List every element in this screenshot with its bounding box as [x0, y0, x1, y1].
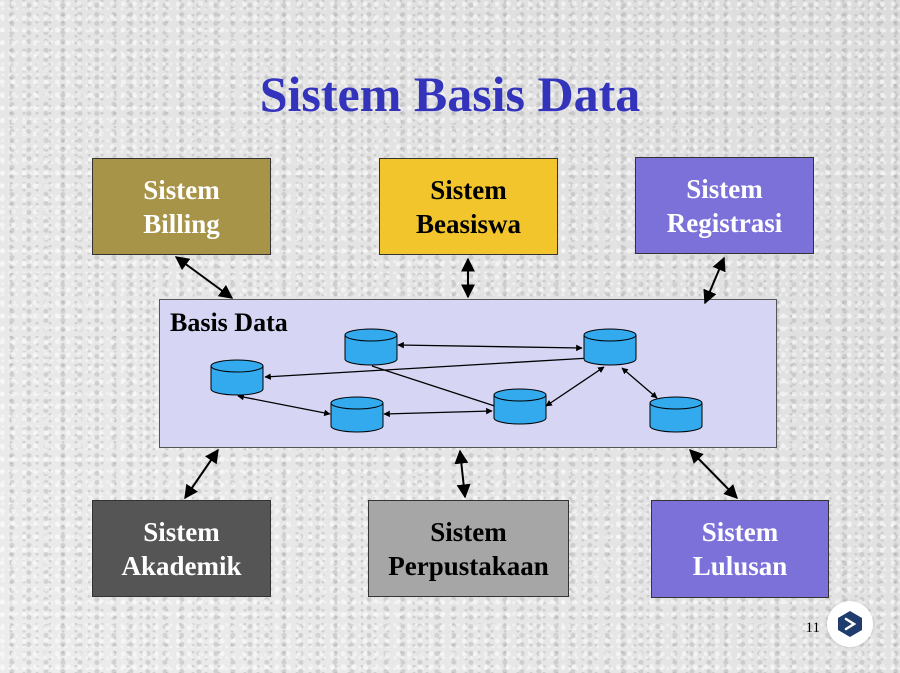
- system-billing-box: Sistem Billing: [92, 158, 271, 255]
- system-registrasi-box: Sistem Registrasi: [635, 157, 814, 254]
- database-panel-label: Basis Data: [170, 308, 288, 337]
- connector-lulusan: [689, 448, 738, 500]
- system-lulusan-line2: Lulusan: [692, 551, 788, 581]
- connector-perpustakaan: [454, 449, 471, 499]
- system-beasiswa-box: Sistem Beasiswa: [379, 158, 558, 255]
- database-cylinder-5: [493, 388, 547, 425]
- database-cylinder-1: [344, 328, 398, 366]
- presentation-logo-icon: [827, 601, 873, 647]
- system-beasiswa-line1: Sistem: [430, 174, 507, 205]
- system-registrasi-line2: Registrasi: [666, 207, 783, 238]
- db-link-4: [383, 407, 493, 418]
- connector-registrasi: [703, 256, 726, 305]
- db-link-2: [264, 355, 591, 380]
- database-cylinder-4: [330, 396, 384, 433]
- database-cylinder-2: [583, 328, 637, 366]
- db-link-7: [621, 367, 658, 399]
- system-billing-line1: Sistem: [143, 174, 220, 205]
- system-akademik-box: Sistem Akademik: [92, 500, 271, 597]
- system-registrasi-line1: Sistem: [686, 173, 763, 204]
- system-akademik-line1: Sistem: [143, 516, 220, 547]
- database-cylinder-3: [210, 359, 264, 396]
- db-link-6: [545, 366, 605, 407]
- system-perpustakaan-line1: Sistem: [430, 516, 507, 547]
- system-lulusan-line1: Sistem: [701, 517, 779, 547]
- db-link-1: [397, 341, 583, 352]
- database-cylinder-6: [649, 396, 703, 433]
- system-billing-line2: Billing: [143, 208, 220, 239]
- page-number: 11: [805, 620, 820, 636]
- system-beasiswa-line2: Beasiswa: [415, 208, 521, 239]
- connector-akademik: [184, 448, 219, 500]
- system-perpustakaan-line2: Perpustakaan: [388, 550, 549, 581]
- system-akademik-line2: Akademik: [121, 550, 242, 581]
- slide-title: Sistem Basis Data: [259, 66, 641, 122]
- system-perpustakaan-box: Sistem Perpustakaan: [368, 500, 569, 597]
- connector-billing: [174, 256, 234, 299]
- system-lulusan-box: Sistem Lulusan: [651, 500, 829, 598]
- db-link-5: [371, 365, 508, 412]
- db-link-3: [237, 393, 331, 417]
